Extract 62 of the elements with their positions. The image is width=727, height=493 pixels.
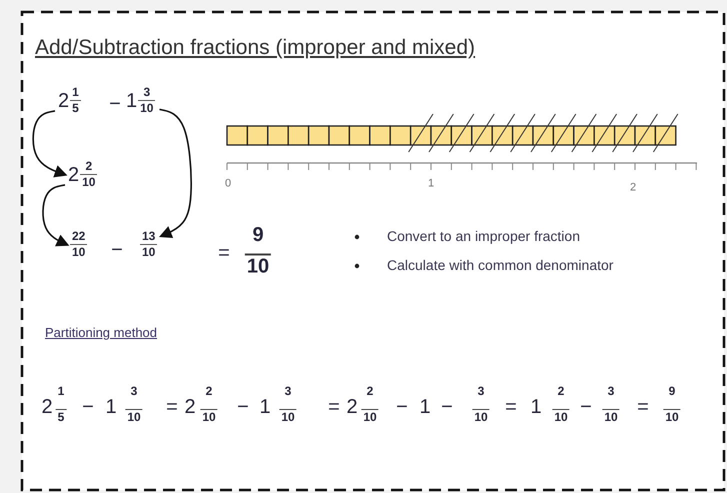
bullet-text: Convert to an improper fraction: [387, 229, 580, 243]
whole-number: 2: [68, 164, 80, 185]
numerator: 3: [142, 86, 152, 100]
whole-number: 2: [41, 397, 53, 417]
denominator: 10: [140, 244, 158, 260]
numerator: 3: [478, 385, 484, 397]
title: Add/Subtraction fractions (improper and mixed): [35, 37, 476, 58]
math-operator: −: [237, 397, 249, 417]
whole-number: 1: [105, 397, 117, 417]
denominator: 10: [80, 174, 98, 190]
denominator: 10: [138, 100, 156, 116]
denominator: 10: [552, 409, 570, 423]
denominator: 10: [200, 409, 218, 423]
numerator: 9: [668, 385, 676, 397]
numerator: 2: [206, 385, 212, 397]
whole-number: 1: [419, 397, 431, 417]
numerator: 2: [84, 160, 94, 174]
tick-label: 2: [630, 182, 636, 194]
denominator: 5: [70, 100, 81, 116]
math-operator: =: [218, 243, 230, 263]
numerator: 3: [608, 385, 614, 397]
numerator: 3: [130, 385, 138, 397]
math-operator: −: [82, 397, 94, 417]
subheading: Partitioning method: [45, 326, 158, 339]
math-operator: −: [441, 397, 453, 417]
denominator: 10: [361, 409, 379, 423]
numerator: 1: [58, 385, 64, 397]
curved-arrow: [42, 184, 70, 246]
math-operator: −: [111, 240, 123, 260]
numerator: 13: [141, 230, 156, 244]
math-operator: −: [109, 94, 121, 114]
denominator: 10: [125, 409, 143, 423]
denominator: 10: [472, 409, 490, 423]
denominator: 10: [602, 409, 620, 423]
math-operator: =: [505, 397, 517, 417]
math-operator: =: [637, 397, 649, 417]
curved-arrow: [159, 108, 192, 238]
numerator: 9: [252, 225, 264, 245]
denominator: 5: [56, 409, 66, 423]
tick-label: 0: [224, 178, 232, 190]
denominator: 10: [279, 409, 297, 423]
curved-arrow: [32, 110, 68, 178]
bullet-text: Calculate with common denominator: [387, 258, 614, 272]
numerator: 22: [71, 230, 86, 244]
denominator: 10: [244, 254, 272, 276]
whole-number: 2: [184, 397, 196, 417]
math-operator: −: [580, 397, 592, 417]
whole-number: 2: [58, 90, 70, 111]
numerator: 1: [71, 86, 80, 100]
numerator: 2: [558, 385, 564, 397]
numerator: 3: [284, 385, 292, 397]
denominator: 10: [70, 244, 88, 260]
numerator: 2: [366, 385, 374, 397]
math-operator: −: [396, 397, 408, 417]
math-operator: =: [166, 397, 178, 417]
whole-number: 2: [346, 397, 358, 417]
math-operator: =: [328, 397, 340, 417]
tick-label: 1: [428, 178, 434, 190]
denominator: 10: [663, 409, 681, 423]
whole-number: 1: [530, 397, 542, 417]
whole-number: 1: [259, 397, 271, 417]
whole-number: 1: [126, 90, 138, 111]
